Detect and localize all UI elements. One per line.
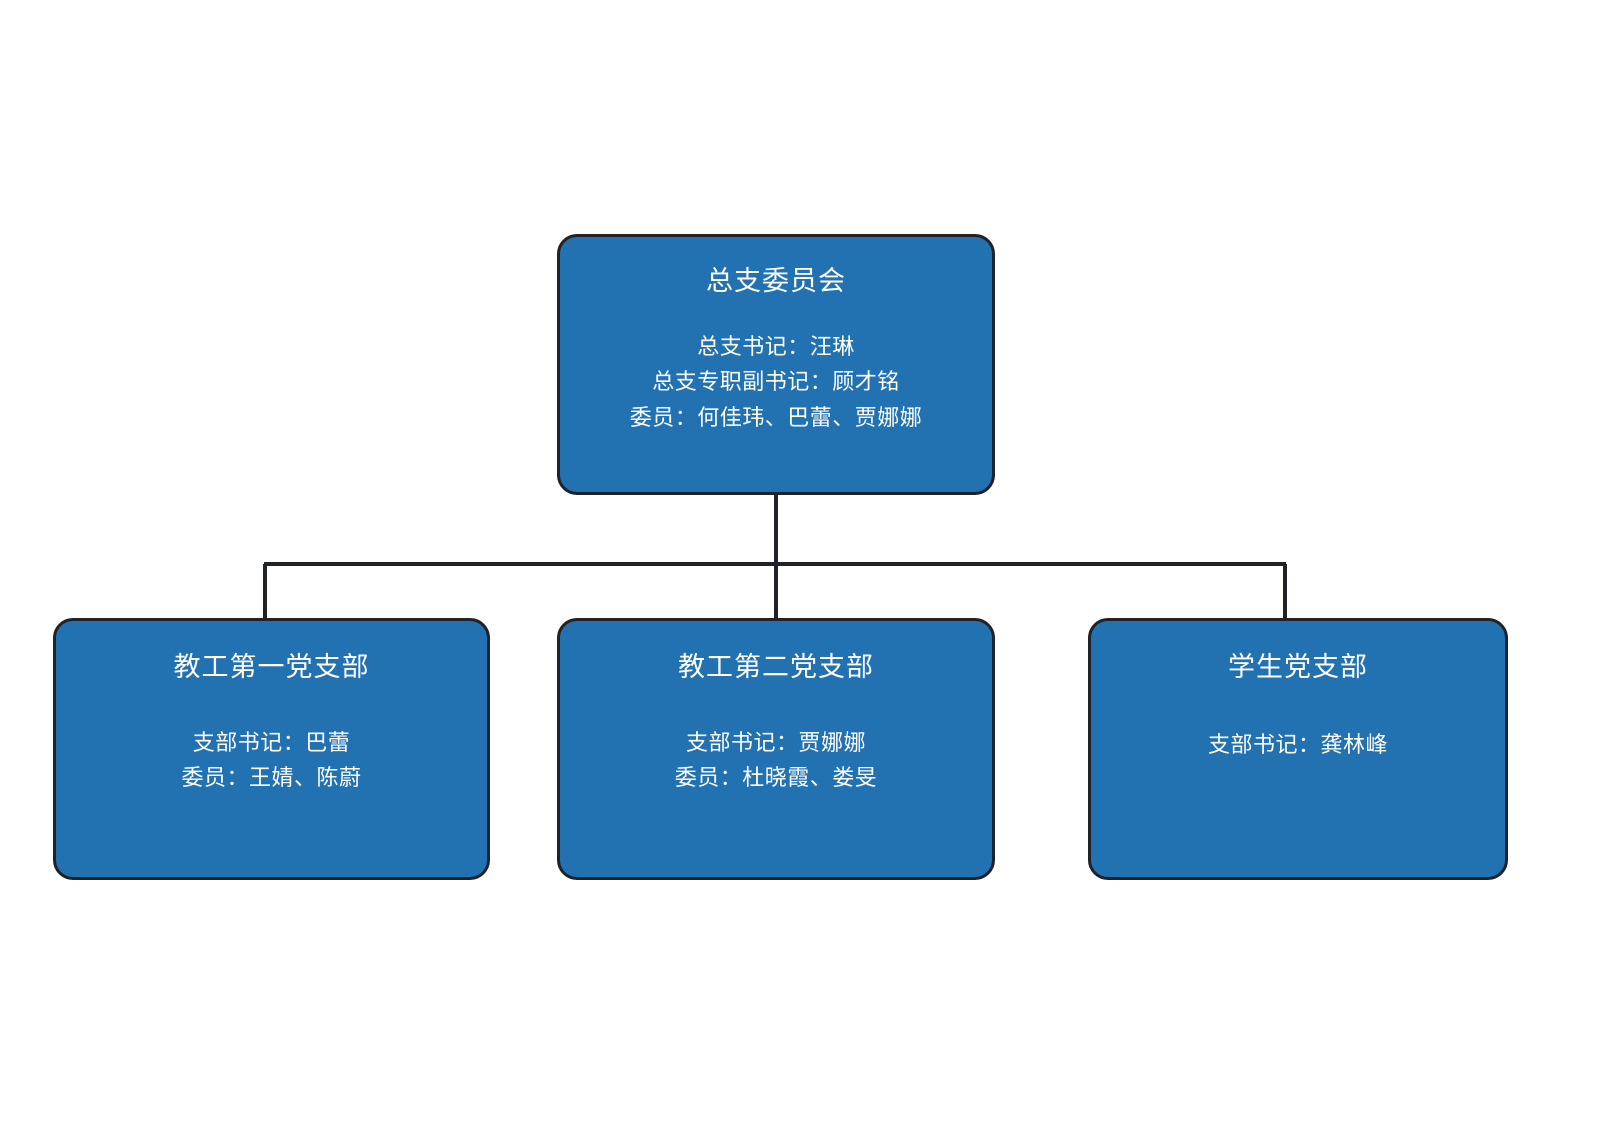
org-node-student-branch[interactable]: 学生党支部 支部书记：龚林峰 bbox=[1088, 618, 1508, 880]
node-title: 教工第二党支部 bbox=[678, 652, 874, 682]
node-detail-lines: 支部书记：龚林峰 bbox=[1091, 727, 1505, 763]
node-title: 总支委员会 bbox=[706, 266, 846, 296]
node-title: 教工第一党支部 bbox=[173, 652, 370, 682]
node-detail-line: 委员：何佳玮、巴蕾、贾娜娜 bbox=[629, 405, 923, 430]
node-detail-line: 支部书记：贾娜娜 bbox=[685, 729, 866, 755]
org-node-faculty-branch-2[interactable]: 教工第二党支部 支部书记：贾娜娜 委员：杜晓霞、娄旻 bbox=[557, 618, 995, 880]
org-node-faculty-branch-1[interactable]: 教工第一党支部 支部书记：巴蕾 委员：王婧、陈蔚 bbox=[53, 618, 490, 880]
node-detail-line: 委员：王婧、陈蔚 bbox=[181, 765, 362, 791]
node-detail-line: 总支专职副书记：顾才铭 bbox=[652, 369, 900, 395]
node-detail-lines: 支部书记：贾娜娜 委员：杜晓霞、娄旻 bbox=[560, 725, 992, 796]
node-detail-line: 支部书记：巴蕾 bbox=[192, 729, 351, 755]
node-detail-line: 支部书记：龚林峰 bbox=[1207, 731, 1388, 757]
node-detail-lines: 支部书记：巴蕾 委员：王婧、陈蔚 bbox=[56, 725, 487, 796]
node-detail-lines: 总支书记：汪琳 总支专职副书记：顾才铭 委员：何佳玮、巴蕾、贾娜娜 bbox=[560, 329, 992, 436]
node-detail-line: 总支书记：汪琳 bbox=[697, 333, 855, 359]
org-node-general-branch-committee[interactable]: 总支委员会 总支书记：汪琳 总支专职副书记：顾才铭 委员：何佳玮、巴蕾、贾娜娜 bbox=[557, 234, 995, 495]
node-title: 学生党支部 bbox=[1228, 652, 1368, 682]
node-detail-line: 委员：杜晓霞、娄旻 bbox=[674, 765, 878, 791]
